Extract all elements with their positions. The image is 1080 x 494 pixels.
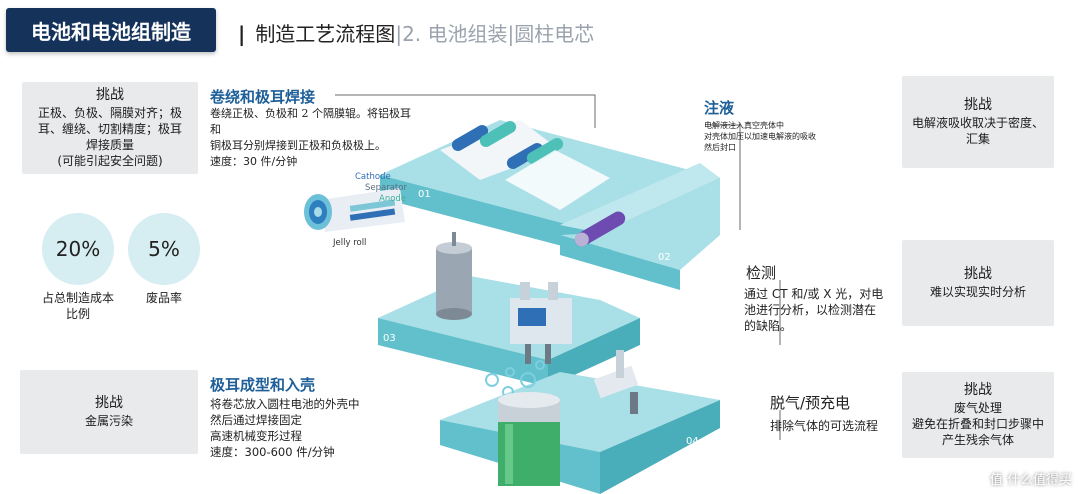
challenge-line: 难以实现实时分析 xyxy=(929,285,1026,299)
step-desc-line: 和 xyxy=(210,123,221,136)
step-desc-line: 对壳体加压以加速电解液的吸收 xyxy=(704,132,816,141)
jelly-roll-label: Jelly roll xyxy=(333,238,367,248)
step-title-tab-forming: 极耳成型和入壳 xyxy=(210,376,316,394)
challenge-line: (可能引起安全问题) xyxy=(57,154,163,168)
cell-on-belt xyxy=(574,211,626,247)
stage-number-04: 04 xyxy=(686,436,699,447)
breadcrumb-current: 制造工艺流程图 xyxy=(255,22,396,46)
stage-number-01: 01 xyxy=(418,189,431,200)
challenge-title: 挑战 xyxy=(964,382,992,398)
step-title-winding: 卷绕和极耳焊接 xyxy=(210,88,316,106)
step-title-degas: 脱气/预充电 xyxy=(770,394,851,412)
challenge-line: 电解液吸收取决于密度、 xyxy=(911,116,1044,130)
step-desc-line: 铜极耳分别焊接到正极和负极极上。 xyxy=(210,139,386,152)
stat-circle-cost: 20% xyxy=(42,213,114,285)
platform-lower xyxy=(440,372,720,494)
casing-cylinder xyxy=(436,232,472,320)
gas-bubbles xyxy=(485,360,545,398)
challenge-line: 汇集 xyxy=(965,132,990,146)
breadcrumb-item: 圆柱电芯 xyxy=(514,22,595,46)
platform-middle xyxy=(378,276,640,387)
challenge-line: 正极、负极、隔膜对齐；极 xyxy=(37,106,182,120)
jelly-roll-graphic xyxy=(304,188,405,232)
stage-number-03: 03 xyxy=(383,333,396,344)
challenge-title: 挑战 xyxy=(95,395,123,411)
challenge-title: 挑战 xyxy=(964,266,992,282)
step-title-inspection: 检测 xyxy=(746,264,777,282)
step-desc-line: 然后通过焊接固定 xyxy=(210,413,302,427)
step-desc-tab-forming: 将卷芯放入圆柱电池的外壳中 然后通过焊接固定 高速机械变形过程 速度：300-6… xyxy=(210,396,410,460)
breadcrumb: |制造工艺流程图|2. 电池组装|圆柱电芯 xyxy=(238,18,594,47)
robot-arm xyxy=(593,350,639,414)
winding-rollers xyxy=(440,120,610,210)
jelly-roll-legend: Cathode Separator Anode xyxy=(355,172,407,205)
challenge-line: 产生残余气体 xyxy=(941,433,1014,447)
step-desc-line: 卷绕正极、负极和 2 个隔膜辊。将铝极耳 xyxy=(210,107,411,120)
step-desc-injection: 电解液注入真空壳体中 对壳体加压以加速电解液的吸收 然后封口 xyxy=(704,120,894,153)
stat-circle-scrap: 5% xyxy=(128,213,200,285)
breadcrumb-step: 2. 电池组装 xyxy=(402,22,508,46)
legend-separator: Separator xyxy=(365,183,407,193)
step-desc-inspection: 通过 CT 和/或 X 光，对电 池进行分析，以检测潜在 的缺陷。 xyxy=(744,286,902,334)
challenge-box-degas: 挑战 废气处理 避免在折叠和封口步骤中 产生残余气体 xyxy=(902,372,1054,458)
legend-cathode: Cathode xyxy=(355,172,391,182)
challenge-title: 挑战 xyxy=(96,87,124,103)
header-separator: | xyxy=(238,22,246,46)
brand-title: 电池和电池组制造 xyxy=(6,8,216,52)
step-desc-line: 的缺陷。 xyxy=(744,319,793,333)
step-desc-winding: 卷绕正极、负极和 2 个隔膜辊。将铝极耳 和 铜极耳分别焊接到正极和负极极上。 … xyxy=(210,106,450,170)
inspection-machine xyxy=(510,282,572,364)
challenge-line: 废气处理 xyxy=(953,401,1002,415)
challenge-box-inspection: 挑战 难以实现实时分析 xyxy=(902,240,1054,326)
breadcrumb-separator: | xyxy=(507,22,515,46)
stat-caption-cost: 占总制造成本 比例 xyxy=(22,290,134,322)
challenge-line: 避免在折叠和封口步骤中 xyxy=(911,417,1044,431)
challenge-line: 耳、缠绕、切割精度；极耳 xyxy=(37,122,182,136)
challenge-title: 挑战 xyxy=(964,97,992,113)
step-desc-line: 速度：30 件/分钟 xyxy=(210,155,298,168)
step-desc-line: 池进行分析，以检测潜在 xyxy=(744,303,877,317)
challenge-box-tab-forming: 挑战 金属污染 xyxy=(20,370,198,454)
step-desc-line: 高速机械变形过程 xyxy=(210,429,302,443)
step-desc-degas: 排除气体的可选流程 xyxy=(770,419,879,433)
legend-anode: Anode xyxy=(379,194,407,204)
step-desc-line: 速度：300-600 件/分钟 xyxy=(210,445,335,459)
step-title-injection: 注液 xyxy=(704,99,735,117)
challenge-line: 金属污染 xyxy=(84,414,133,428)
watermark: 值 什么值得买 xyxy=(989,473,1072,488)
challenge-line: 焊接质量 xyxy=(85,138,134,152)
stat-caption-scrap: 废品率 xyxy=(145,291,182,305)
stat-caption-line: 比例 xyxy=(65,307,90,321)
step-desc-line: 电解液注入真空壳体中 xyxy=(704,121,784,130)
leader-lines xyxy=(335,94,781,440)
stage-number-02: 02 xyxy=(658,252,671,263)
step-desc-line: 将卷芯放入圆柱电池的外壳中 xyxy=(210,397,360,411)
challenge-box-injection: 挑战 电解液吸收取决于密度、 汇集 xyxy=(902,76,1054,168)
step-desc-line: 通过 CT 和/或 X 光，对电 xyxy=(744,287,884,301)
battery-cell xyxy=(498,392,560,486)
breadcrumb-separator: | xyxy=(395,22,403,46)
challenge-box-winding: 挑战 正极、负极、隔膜对齐；极 耳、缠绕、切割精度；极耳 焊接质量 (可能引起安… xyxy=(22,82,198,174)
step-desc-line: 然后封口 xyxy=(704,143,736,152)
stat-caption-line: 占总制造成本 xyxy=(41,291,114,305)
